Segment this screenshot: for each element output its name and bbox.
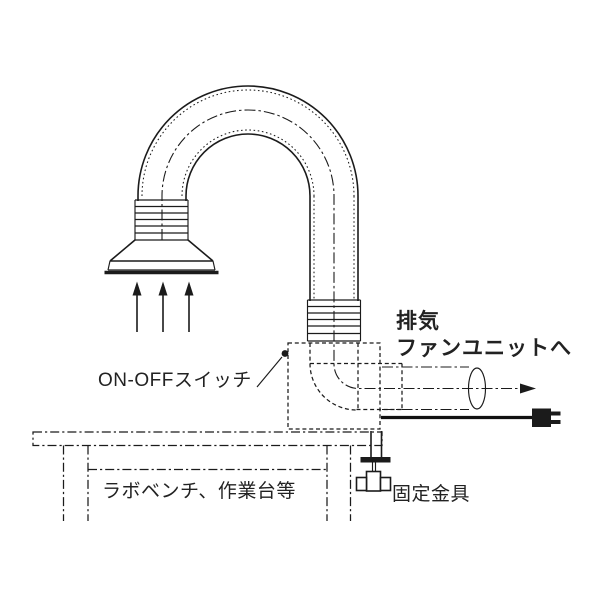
table-top [32,431,383,447]
on-off-switch-dot-icon [256,350,289,388]
power-plug-icon [532,408,561,427]
label-fixing-bracket: 固定金具 [392,483,470,505]
label-lab-bench: ラボベンチ、作業台等 [102,480,296,502]
table-leg-right [326,445,352,521]
label-on-off-switch: ON-OFFスイッチ [98,370,252,391]
main-unit-box [287,342,381,430]
hose-cuff-right [306,299,362,342]
fixing-bracket-clamp [355,431,392,492]
internal-elbow-duct [309,343,403,411]
diagram-labels: 排気 ファンユニットへ ON-OFFスイッチ ラボベンチ、作業台等 固定金具 [98,309,572,505]
lab-bench-table [32,431,383,521]
duct-open-end [467,367,487,410]
flow-direction-arrow-icon [520,383,536,394]
clamp-knob [365,470,382,492]
table-leg-left [62,445,89,521]
clamp-plate [360,457,391,463]
airflow-arrow-icon [132,281,194,332]
hose-cuff-left [134,199,189,241]
label-exhaust-line2: ファンユニットへ [396,337,572,360]
exhaust-duct [382,366,487,411]
clamp-screw [371,462,377,472]
switch-leader-line [256,356,283,388]
label-exhaust-line1: 排気 [396,309,440,333]
hose-centerline [161,109,520,390]
intake-hood [104,239,219,275]
flex-hose-arm [137,85,520,390]
